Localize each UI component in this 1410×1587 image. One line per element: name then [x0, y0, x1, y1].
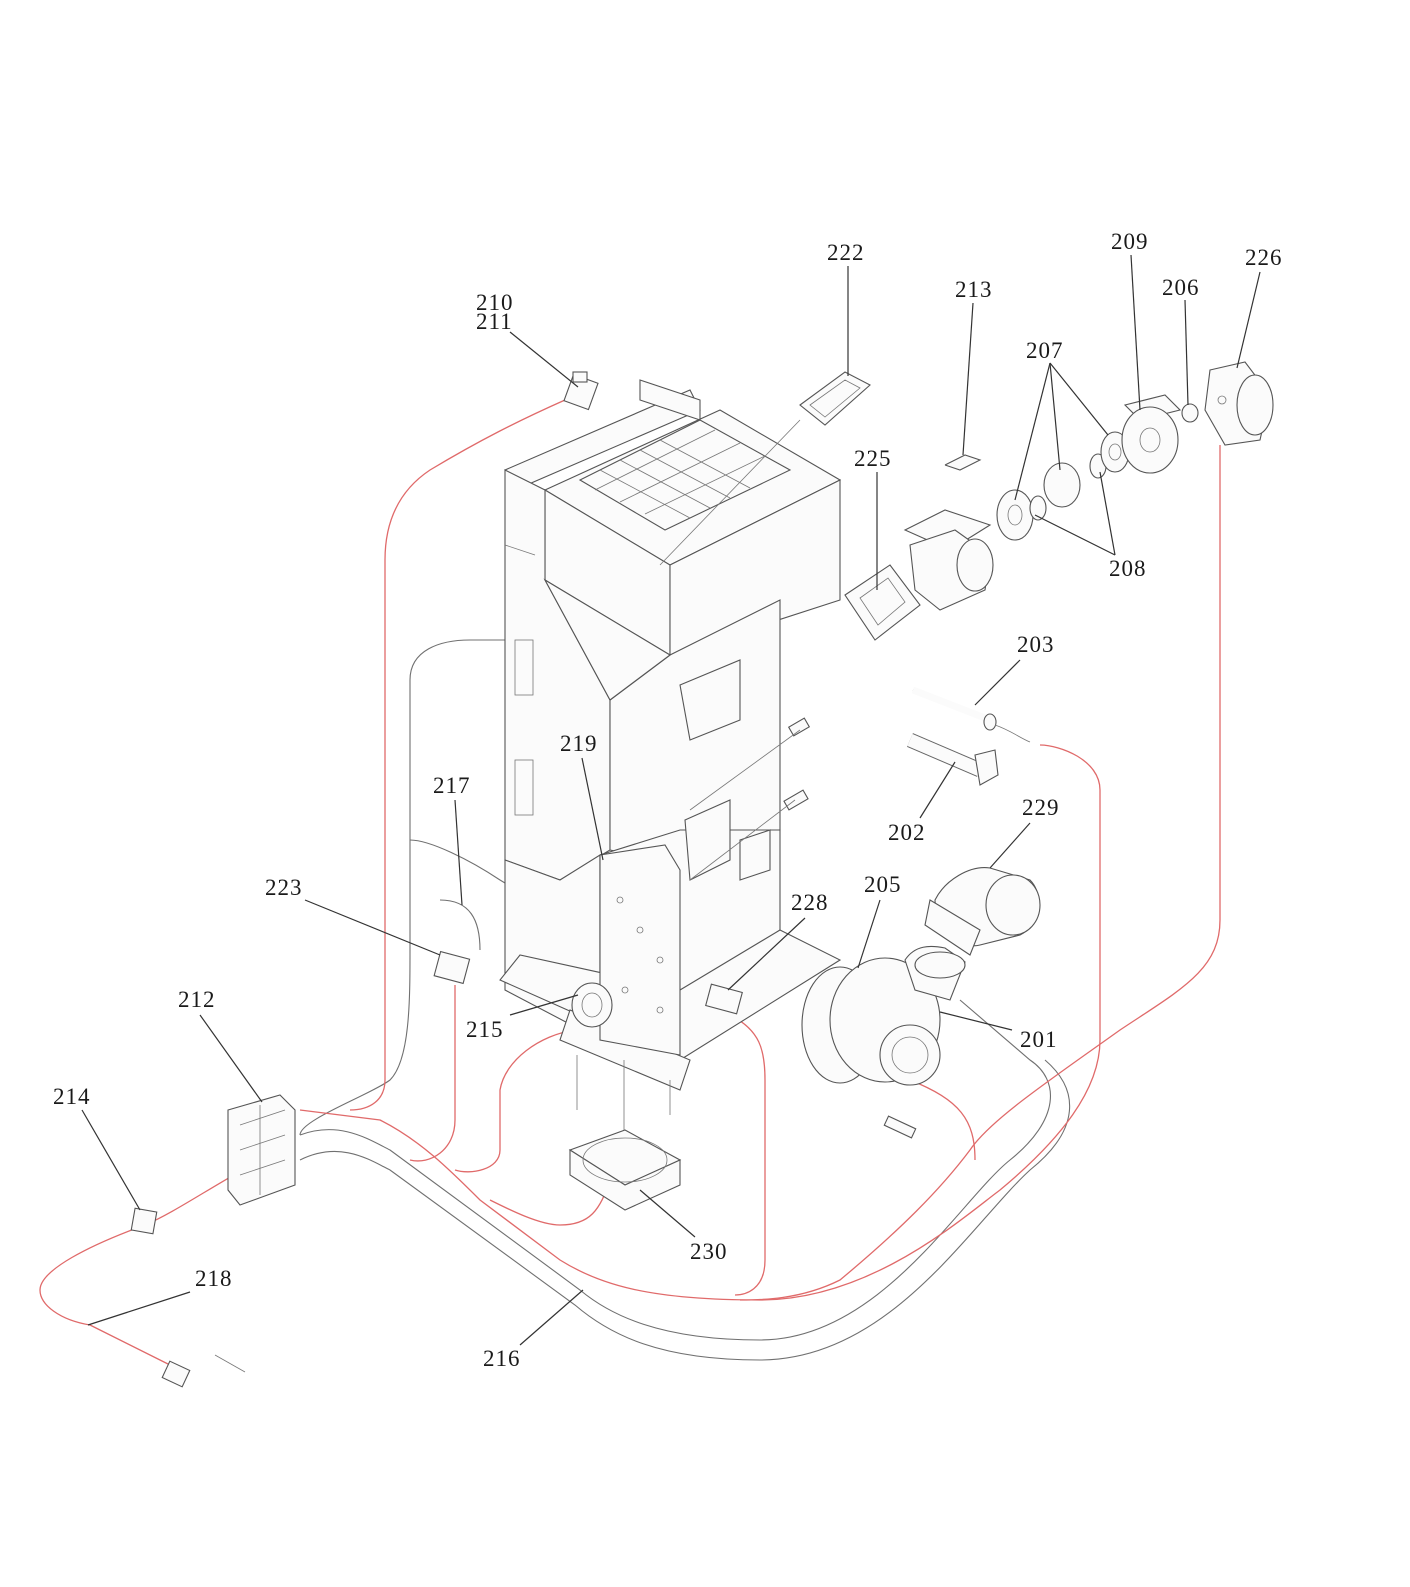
leader-226 [1236, 271, 1261, 369]
red-wire-bottom-loop [299, 744, 1101, 1301]
red-wire-226 [739, 445, 1221, 1301]
part-210-thermostat [563, 371, 599, 411]
part-226-motor [1204, 361, 1274, 446]
label-219: 219 [560, 731, 598, 756]
red-wire-230 [489, 1179, 611, 1226]
part-228-connector [705, 983, 743, 1015]
label-228: 228 [791, 890, 829, 915]
part-229-elbow [924, 867, 1041, 956]
leader-228 [727, 917, 806, 991]
leader-219 [581, 757, 604, 861]
leader-207a [1014, 362, 1051, 501]
part-215-sensor [571, 982, 613, 1028]
label-212: 212 [178, 987, 216, 1012]
leader-215 [509, 994, 579, 1016]
part-203-igniter [911, 686, 1031, 743]
leader-217 [454, 799, 463, 906]
base-bolts [576, 1055, 671, 1130]
label-215: 215 [466, 1017, 504, 1042]
leader-201 [939, 1011, 1013, 1031]
label-211: 211 [476, 309, 513, 334]
label-225: 225 [854, 446, 892, 471]
part-206-bushing [1181, 403, 1199, 423]
leader-207b [1049, 362, 1061, 471]
label-222: 222 [827, 240, 865, 265]
leader-203 [974, 659, 1021, 706]
leader-229 [989, 822, 1031, 869]
part-223-connector [433, 950, 471, 985]
control-panel [599, 844, 681, 1056]
part-201-blower [801, 945, 966, 1086]
part-230-base-ring [568, 1129, 682, 1211]
gray-cable-left [299, 639, 540, 1136]
red-wire-215 [454, 1029, 576, 1173]
part-218-plug [161, 1354, 246, 1388]
leader-218 [87, 1291, 191, 1326]
part-222-cover [799, 371, 871, 426]
label-214: 214 [53, 1084, 91, 1109]
label-216: 216 [483, 1346, 521, 1371]
leader-208b [1099, 471, 1116, 556]
part-213-clip [944, 454, 982, 471]
gray-cable-main-2 [299, 1059, 1071, 1361]
wiring-harness [39, 399, 1221, 1366]
label-205: 205 [864, 872, 902, 897]
part-212-controller [227, 1094, 296, 1206]
leader-212 [199, 1014, 263, 1103]
leader-205 [857, 899, 881, 969]
red-wire-214 [39, 1149, 281, 1366]
leader-223 [304, 899, 441, 956]
label-208: 208 [1109, 556, 1147, 581]
label-213: 213 [955, 277, 993, 302]
red-wire-201 [909, 1079, 976, 1161]
leader-213 [962, 302, 974, 456]
gray-cable-main [299, 999, 1051, 1341]
label-203: 203 [1017, 632, 1055, 657]
leader-lines [81, 254, 1261, 1346]
leader-216 [519, 1289, 584, 1346]
leader-207c [1049, 362, 1109, 436]
label-217: 217 [433, 773, 471, 798]
part-225-gasket [844, 564, 921, 641]
label-207: 207 [1026, 338, 1064, 363]
gray-cable-217 [439, 899, 481, 951]
label-202: 202 [888, 820, 926, 845]
leader-214 [81, 1109, 141, 1211]
part-labels: 201 202 203 205 206 207 208 209 210 211 … [53, 229, 1283, 1371]
leader-202 [919, 761, 956, 819]
leader-211 [509, 331, 579, 388]
label-223: 223 [265, 875, 303, 900]
label-218: 218 [195, 1266, 233, 1291]
label-206: 206 [1162, 275, 1200, 300]
part-202-igniter-tube [907, 733, 999, 786]
label-229: 229 [1022, 795, 1060, 820]
leader-206 [1184, 299, 1189, 406]
leader-230 [639, 1189, 696, 1238]
part-209-flange [1121, 394, 1182, 474]
part-auger-housing [903, 509, 994, 611]
leader-208a [1034, 514, 1116, 556]
red-wire-223 [409, 985, 456, 1162]
leader-209 [1130, 254, 1141, 411]
boiler-body [499, 379, 842, 1091]
label-230: 230 [690, 1239, 728, 1264]
label-226: 226 [1245, 245, 1283, 270]
label-201: 201 [1020, 1027, 1058, 1052]
label-209: 209 [1111, 229, 1149, 254]
label-210: 210 [476, 290, 514, 315]
part-214-switch [130, 1207, 158, 1235]
red-wire-210 [349, 399, 566, 1111]
red-wire-228 [729, 1014, 766, 1296]
